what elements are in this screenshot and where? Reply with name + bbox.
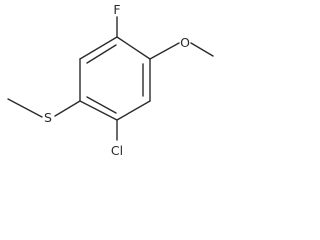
ring-bond-c4-c5 (79, 100, 118, 121)
ring-double-bond-inner-upper-left (86, 44, 117, 64)
atom-label-chlorine: Cl (111, 143, 123, 158)
ring-bond-c3-c4 (116, 100, 151, 121)
ring-double-bond-inner-lower-left (86, 96, 117, 114)
atom-label-sulfur: S (44, 110, 52, 125)
bond-oxygen-methyl (190, 42, 214, 57)
bond-c2-oxygen (149, 42, 180, 60)
ring-bond-c1-c2 (116, 36, 151, 60)
ring-bond-c6-c1 (79, 36, 118, 60)
chemical-structure-diagram: F O S Cl (7, 2, 214, 158)
atom-label-fluorine: F (113, 2, 120, 17)
atom-label-oxygen: O (180, 35, 190, 50)
bond-c5-sulfur (54, 100, 81, 117)
bond-sulfur-methyl (7, 98, 43, 118)
